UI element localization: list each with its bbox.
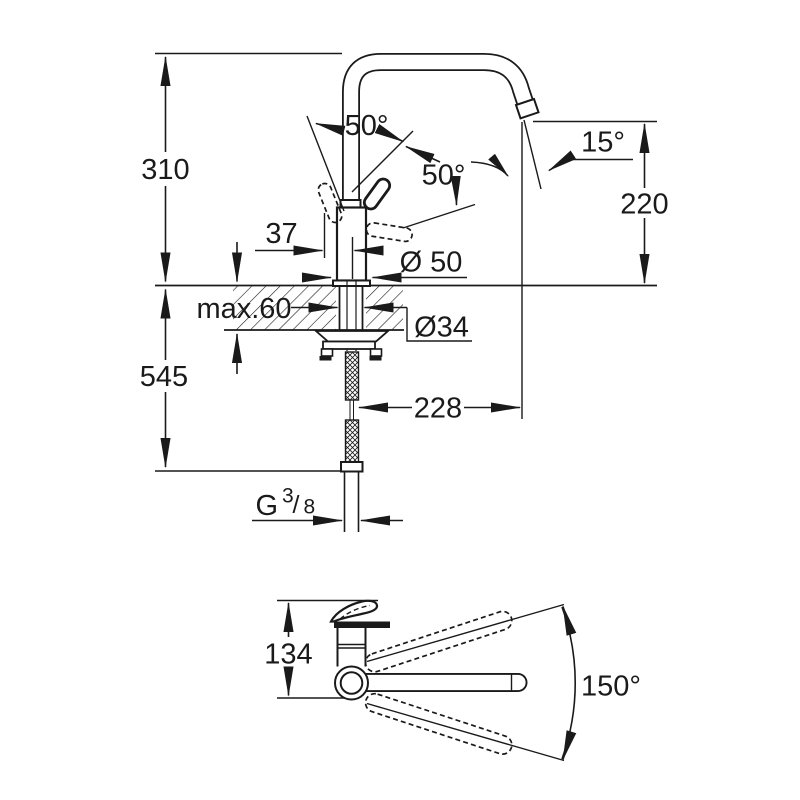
- lever-base-band: [334, 621, 390, 628]
- dim-50-left-arrow: [314, 122, 346, 136]
- base-plate: [332, 279, 371, 287]
- dim-g38-letter: G: [256, 490, 279, 522]
- hose-end-fitting: [340, 461, 364, 473]
- arc-arrow-lower: [562, 730, 577, 761]
- swivel-angle-line-upper: [366, 603, 565, 663]
- arc-arrow-upper: [562, 605, 577, 636]
- dim-50b-down-arrow: [450, 175, 461, 207]
- aerator-outlet: [514, 97, 540, 120]
- dim-50-right-label: 50°: [422, 160, 466, 192]
- dim-50-right-arrow: [374, 123, 405, 143]
- mounting-nut: [322, 340, 376, 350]
- dim-134-label: 134: [264, 639, 312, 671]
- dim-15-leader: [547, 150, 633, 172]
- dim-max60-label: max.60: [196, 293, 291, 325]
- front-view: 310 545 max.60 37 Ø 50 Ø34 228 220 15° 5…: [140, 52, 669, 532]
- dim-37-label: 37: [265, 218, 297, 250]
- leg-foot-left: [319, 356, 332, 361]
- lever-handle-dashed-down: [365, 221, 413, 243]
- horseshoe-leg-left: [320, 348, 334, 357]
- dim-50-left-label: 50°: [345, 110, 389, 142]
- dim-50b-upper-arrow: [404, 145, 441, 164]
- swivel-angle-arc: [561, 606, 576, 760]
- braided-hose-lower: [344, 419, 360, 463]
- dim-d50-label: Ø 50: [400, 247, 463, 279]
- dim-310-label: 310: [141, 154, 189, 186]
- outlet-axis-line: [523, 119, 542, 190]
- lever-handle-solid: [362, 177, 392, 211]
- lever-handle-dashed-up: [317, 182, 343, 224]
- stabilizer-flange: [313, 330, 391, 343]
- swivel-view: 134 150°: [264, 599, 641, 762]
- dim-15-label: 15°: [581, 127, 625, 159]
- dim-g38-slash: /: [293, 491, 300, 519]
- lever-handle-hidden-edge: [339, 604, 371, 620]
- dim-g38-numerator: 3: [282, 485, 294, 508]
- dim-d34-label: Ø34: [414, 312, 469, 344]
- spout-position-dashed-upper: [364, 610, 513, 673]
- handle-angle-line-left: [306, 115, 345, 212]
- leg-foot-right: [369, 356, 382, 361]
- dim-228-label: 228: [414, 393, 462, 425]
- spout-position-dashed-lower: [364, 692, 513, 755]
- dim-220-label: 220: [620, 189, 668, 221]
- handle-angle-line-right: [402, 203, 476, 229]
- swivel-angle-line-lower: [366, 702, 565, 762]
- dim-g38-denominator: 8: [304, 496, 316, 519]
- dim-150-label: 150°: [581, 671, 641, 703]
- dim-d34-leader: [406, 307, 472, 342]
- swivel-joint-inner: [339, 671, 364, 695]
- braided-hose-upper: [344, 351, 360, 401]
- horseshoe-leg-right: [369, 348, 383, 357]
- dim-545-label: 545: [140, 361, 188, 393]
- spout-tube-fill: [343, 54, 532, 214]
- faucet-body: [335, 206, 368, 282]
- dim-50b-arc: [470, 153, 509, 177]
- lever-handle-profile: [329, 599, 379, 623]
